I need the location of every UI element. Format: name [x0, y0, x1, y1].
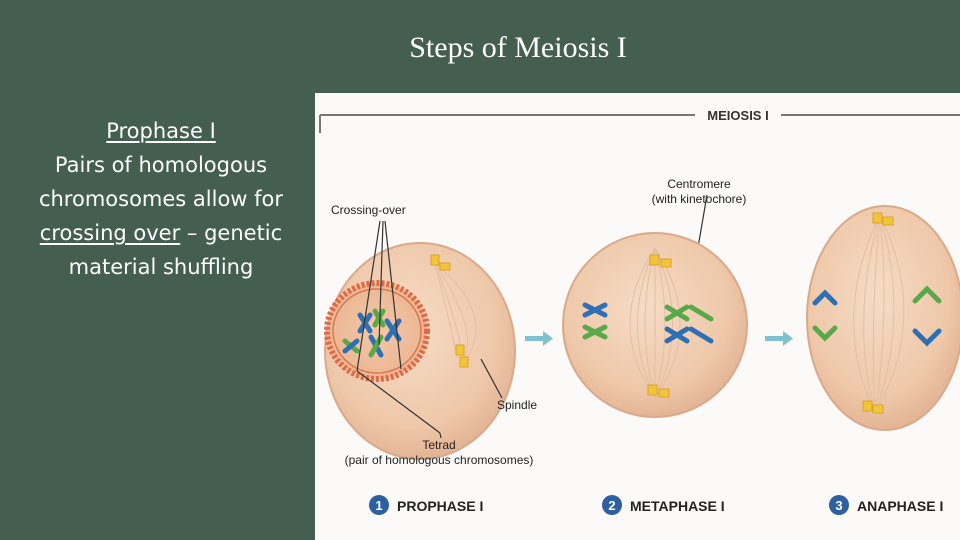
tetrad-label: Tetrad	[422, 438, 455, 452]
kinetochore-label: (with kinetochore)	[652, 192, 747, 206]
slide-title: Steps of Meiosis I	[409, 31, 627, 64]
stage-1-number: 1	[375, 498, 382, 513]
crossing-over-term: crossing over	[39, 221, 181, 245]
stage-3-badge	[829, 495, 849, 515]
crossing-over-label: Crossing-over	[331, 203, 406, 217]
stage-3-number: 3	[835, 498, 842, 513]
tetrad-description-label: (pair of homologous chromosomes)	[345, 453, 534, 467]
metaphase-cell	[562, 232, 748, 418]
prophase-description: Prophase I Pairs of homologous chromosom…	[14, 114, 308, 284]
description-line-2: chromosomes allow for	[38, 187, 284, 211]
centromere-label: Centromere	[667, 177, 731, 191]
description-line-3: – genetic	[180, 221, 283, 245]
description-line-1: Pairs of homologous	[54, 153, 268, 177]
stage-1-badge	[369, 495, 389, 515]
meiosis-header: MEIOSIS I	[707, 108, 768, 123]
meiosis-diagram: MEIOSIS I	[315, 93, 960, 540]
prophase-cell	[324, 242, 516, 460]
stage-1-name: PROPHASE I	[397, 498, 483, 514]
stage-2-number: 2	[608, 498, 615, 513]
spindle-label: Spindle	[497, 398, 537, 412]
stage-2-name: METAPHASE I	[630, 498, 725, 514]
meiosis-header-bracket	[319, 114, 960, 133]
description-line-4: material shuffling	[68, 255, 254, 279]
prophase-heading: Prophase I	[106, 119, 216, 143]
anaphase-cell	[806, 205, 960, 431]
stage-2-badge	[602, 495, 622, 515]
stage-3-name: ANAPHASE I	[857, 498, 943, 514]
stage-arrows	[525, 331, 793, 346]
